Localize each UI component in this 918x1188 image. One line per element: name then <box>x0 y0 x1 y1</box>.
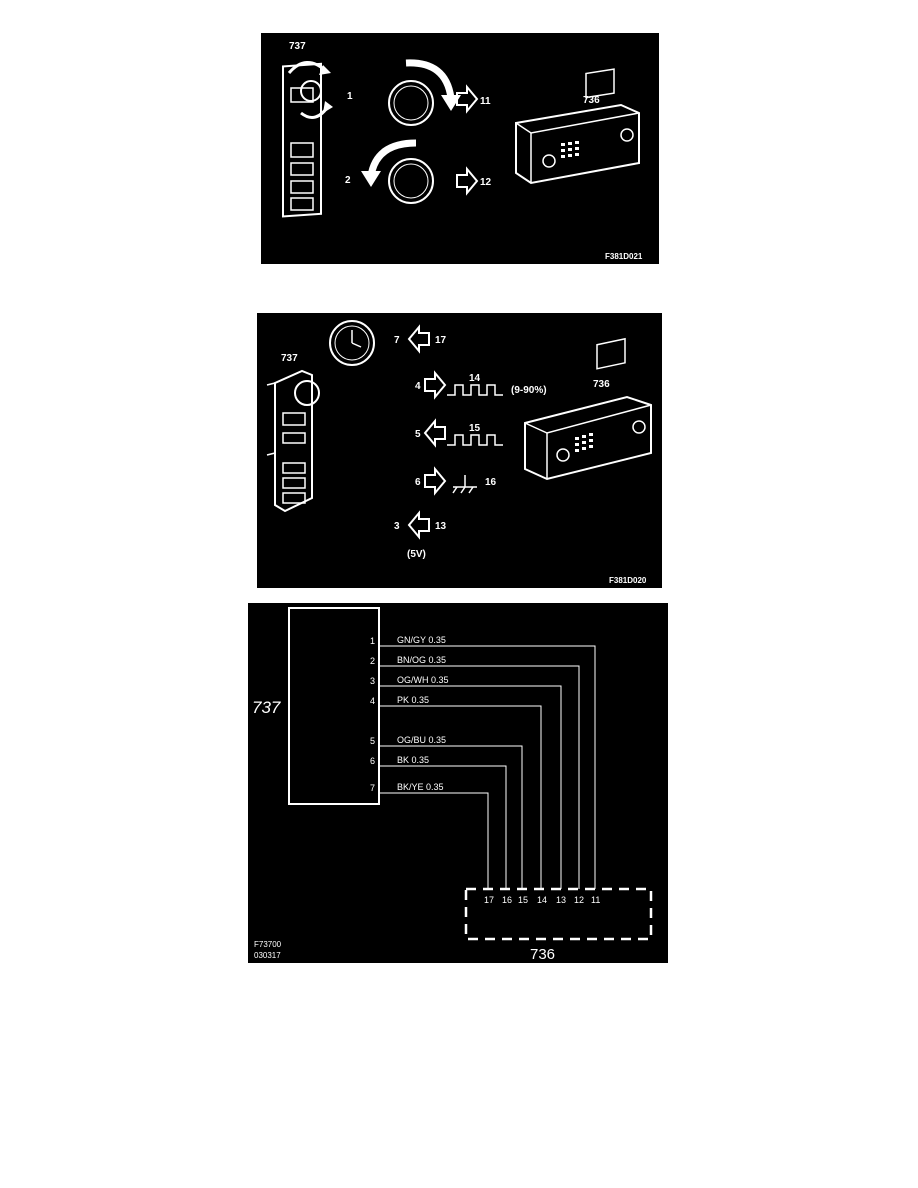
switch-737-illustration <box>266 369 320 513</box>
label-1: 1 <box>347 91 353 102</box>
wire-label: BN/OG 0.35 <box>397 655 446 665</box>
ground-icon <box>452 475 477 494</box>
label-15: 15 <box>469 423 481 434</box>
pin-number: 5 <box>370 736 375 746</box>
label-14: 14 <box>469 373 481 384</box>
wire-label: OG/WH 0.35 <box>397 675 449 685</box>
pin-number: 2 <box>370 656 375 666</box>
figure-code: F381D021 <box>605 252 643 261</box>
wire-label: GN/GY 0.35 <box>397 635 446 645</box>
arrow-left-icon <box>407 324 430 354</box>
pin-number: 4 <box>370 696 375 706</box>
clock-icon <box>329 320 375 366</box>
panel-rotation-diagram: 737 1 2 11 12 736 F381D021 <box>261 33 659 264</box>
pin-number: 1 <box>370 636 375 646</box>
label-3: 3 <box>394 521 400 532</box>
wire-label: OG/BU 0.35 <box>397 735 446 745</box>
label-737: 737 <box>281 353 298 364</box>
connector-pin-number: 11 <box>591 895 600 905</box>
label-736: 736 <box>593 379 610 390</box>
arrow-right-icon <box>424 466 447 496</box>
label-5v: (5V) <box>407 549 426 560</box>
unit-736-connector <box>464 887 653 941</box>
knob-counterclockwise <box>361 139 434 204</box>
unit-736-illustration <box>524 337 652 481</box>
label-5: 5 <box>415 429 421 440</box>
label-16: 16 <box>485 477 497 488</box>
arrow-right-icon <box>456 84 479 114</box>
switch-737-box <box>288 607 380 805</box>
wire-line <box>379 765 507 889</box>
label-duty-cycle: (9-90%) <box>511 385 547 396</box>
figure-code-2: 030317 <box>254 951 281 960</box>
arrow-left-icon <box>407 510 430 540</box>
arrow-right-icon <box>456 166 479 196</box>
label-12: 12 <box>480 177 492 188</box>
arrow-right-icon <box>424 370 447 400</box>
pin-number: 6 <box>370 756 375 766</box>
pin-number: 3 <box>370 676 375 686</box>
label-737: 737 <box>252 698 281 717</box>
wire-line <box>379 665 580 889</box>
wire-line <box>379 705 542 889</box>
wire-label: BK 0.35 <box>397 755 429 765</box>
pin-number: 7 <box>370 783 375 793</box>
wire-line <box>379 685 562 889</box>
wire-line <box>379 745 523 889</box>
figure-code: F381D020 <box>609 576 647 585</box>
label-7: 7 <box>394 335 400 346</box>
connector-pin-number: 14 <box>537 895 547 905</box>
label-4: 4 <box>415 381 421 392</box>
connector-pin-number: 17 <box>484 895 494 905</box>
pulse-signal-icon <box>447 434 503 446</box>
pulse-signal-icon <box>447 384 503 396</box>
knob-clockwise <box>388 59 461 126</box>
label-737: 737 <box>289 41 306 52</box>
wire-line <box>379 792 489 889</box>
wire-label: BK/YE 0.35 <box>397 782 444 792</box>
label-17: 17 <box>435 335 447 346</box>
label-13: 13 <box>435 521 447 532</box>
label-736: 736 <box>583 95 600 106</box>
arrow-left-icon <box>423 418 446 448</box>
switch-737-illustration <box>282 61 333 218</box>
figure-code-1: F73700 <box>254 940 282 949</box>
connector-pin-number: 13 <box>556 895 566 905</box>
connector-pin-number: 12 <box>574 895 584 905</box>
label-6: 6 <box>415 477 421 488</box>
unit-736-illustration <box>515 68 640 185</box>
wire-line <box>379 645 596 889</box>
wire-label: PK 0.35 <box>397 695 429 705</box>
label-2: 2 <box>345 175 351 186</box>
panel-signal-diagram: 737 7 17 4 14 (9-90%) 5 15 6 16 3 13 (5V… <box>257 313 662 588</box>
label-736: 736 <box>530 946 555 963</box>
connector-pin-number: 16 <box>502 895 512 905</box>
connector-pin-number: 15 <box>518 895 528 905</box>
label-11: 11 <box>480 96 491 107</box>
